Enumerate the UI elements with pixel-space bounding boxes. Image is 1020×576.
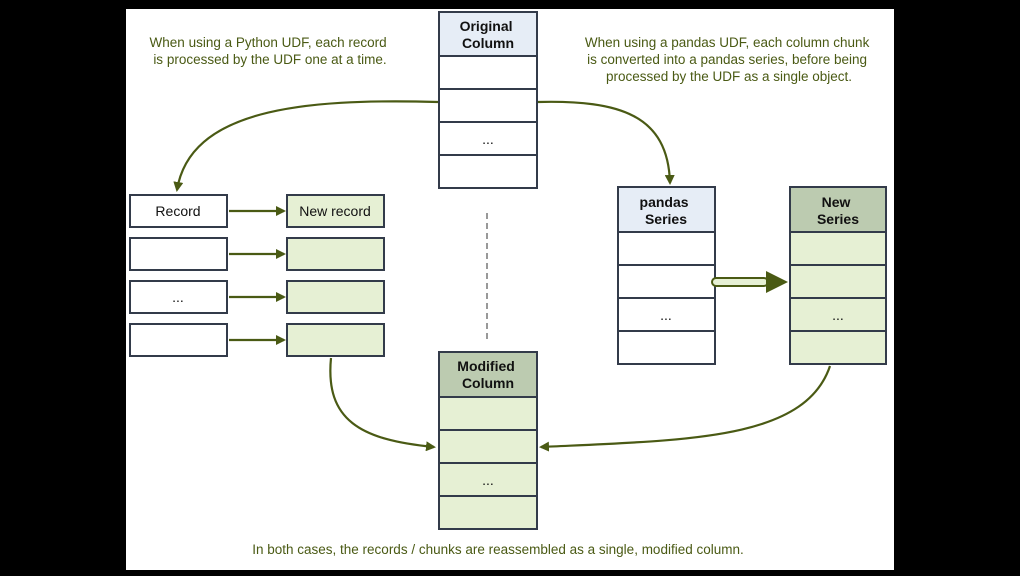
pandas-series-ellipsis: ...: [660, 307, 672, 323]
python-udf-caption-line-1: When using a Python UDF, each record: [150, 35, 387, 50]
pandas-series-title-line-1: pandas: [640, 194, 689, 210]
pandas-series-cell: [617, 231, 716, 266]
pandas-udf-caption-line-2: is converted into a pandas series, befor…: [587, 52, 867, 67]
original-column-cell: [438, 88, 538, 123]
new-record-label: New record: [299, 203, 371, 219]
pandas-series-cell: [617, 330, 716, 365]
new-series-header: [789, 186, 887, 233]
new-series-title-line-2: Series: [817, 211, 859, 227]
modified-column-ellipsis: ...: [482, 472, 494, 488]
modified-column-title: Modified Column: [457, 358, 518, 391]
new-series-title: New Series: [817, 194, 859, 227]
modified-column-header: [438, 351, 538, 398]
modified-column: Modified Column ...: [438, 351, 538, 530]
modified-column-cell: [438, 495, 538, 530]
new-record-box: [286, 237, 385, 271]
series-to-modified-arrow: [539, 365, 832, 452]
pandas-series-title: pandas Series: [640, 194, 693, 227]
record-box: [129, 280, 228, 314]
split-to-records-arrow: [173, 100, 439, 192]
new-records-list: New record: [286, 194, 385, 357]
pandas-series-title-line-2: Series: [645, 211, 687, 227]
pandas-series-cell: [617, 264, 716, 299]
original-column-title: Original Column: [460, 18, 517, 51]
original-column-ellipsis: ...: [482, 131, 494, 147]
record-box: [129, 323, 228, 357]
record-box: [129, 194, 228, 228]
new-series-ellipsis: ...: [832, 307, 844, 323]
record-box: [129, 237, 228, 271]
python-udf-caption: When using a Python UDF, each record is …: [150, 35, 391, 67]
pandas-udf-caption-line-3: processed by the UDF as a single object.: [606, 69, 852, 84]
pandas-udf-caption: When using a pandas UDF, each column chu…: [585, 35, 873, 84]
record-label: Record: [155, 203, 200, 219]
original-column: Original Column ...: [438, 11, 538, 189]
python-udf-caption-line-2: is processed by the UDF one at a time.: [153, 52, 386, 67]
modified-column-title-line-1: Modified: [457, 358, 515, 374]
records-to-modified-arrow: [329, 357, 436, 452]
new-record-box: [286, 323, 385, 357]
modified-column-cell: [438, 396, 538, 431]
new-series-cell: [789, 231, 887, 266]
new-record-box: [286, 194, 385, 228]
pandas-series: pandas Series ...: [617, 186, 716, 365]
new-series-title-line-1: New: [822, 194, 851, 210]
series-transform-arrow: [711, 271, 788, 293]
modified-column-cell: [438, 429, 538, 464]
pandas-series-header: [617, 186, 716, 233]
record-ellipsis: ...: [172, 289, 184, 305]
original-column-title-line-2: Column: [462, 35, 514, 51]
footer-caption: In both cases, the records / chunks are …: [252, 542, 744, 557]
records-list: Record ...: [129, 194, 228, 357]
new-series-cell: [789, 330, 887, 365]
new-series-cell: [789, 264, 887, 299]
original-column-cell: [438, 121, 538, 156]
original-column-cell: [438, 55, 538, 90]
series-transform-arrow-head: [766, 271, 788, 293]
series-transform-arrow-shaft: [711, 277, 769, 287]
original-column-header: [438, 11, 538, 57]
new-series: New Series ...: [789, 186, 887, 365]
original-column-title-line-1: Original: [460, 18, 513, 34]
original-column-cell: [438, 154, 538, 189]
pandas-series-cell: [617, 297, 716, 332]
pandas-udf-caption-line-1: When using a pandas UDF, each column chu…: [585, 35, 870, 50]
modified-column-title-line-2: Column: [462, 375, 514, 391]
chunk-to-series-arrow: [537, 100, 675, 185]
new-record-box: [286, 280, 385, 314]
